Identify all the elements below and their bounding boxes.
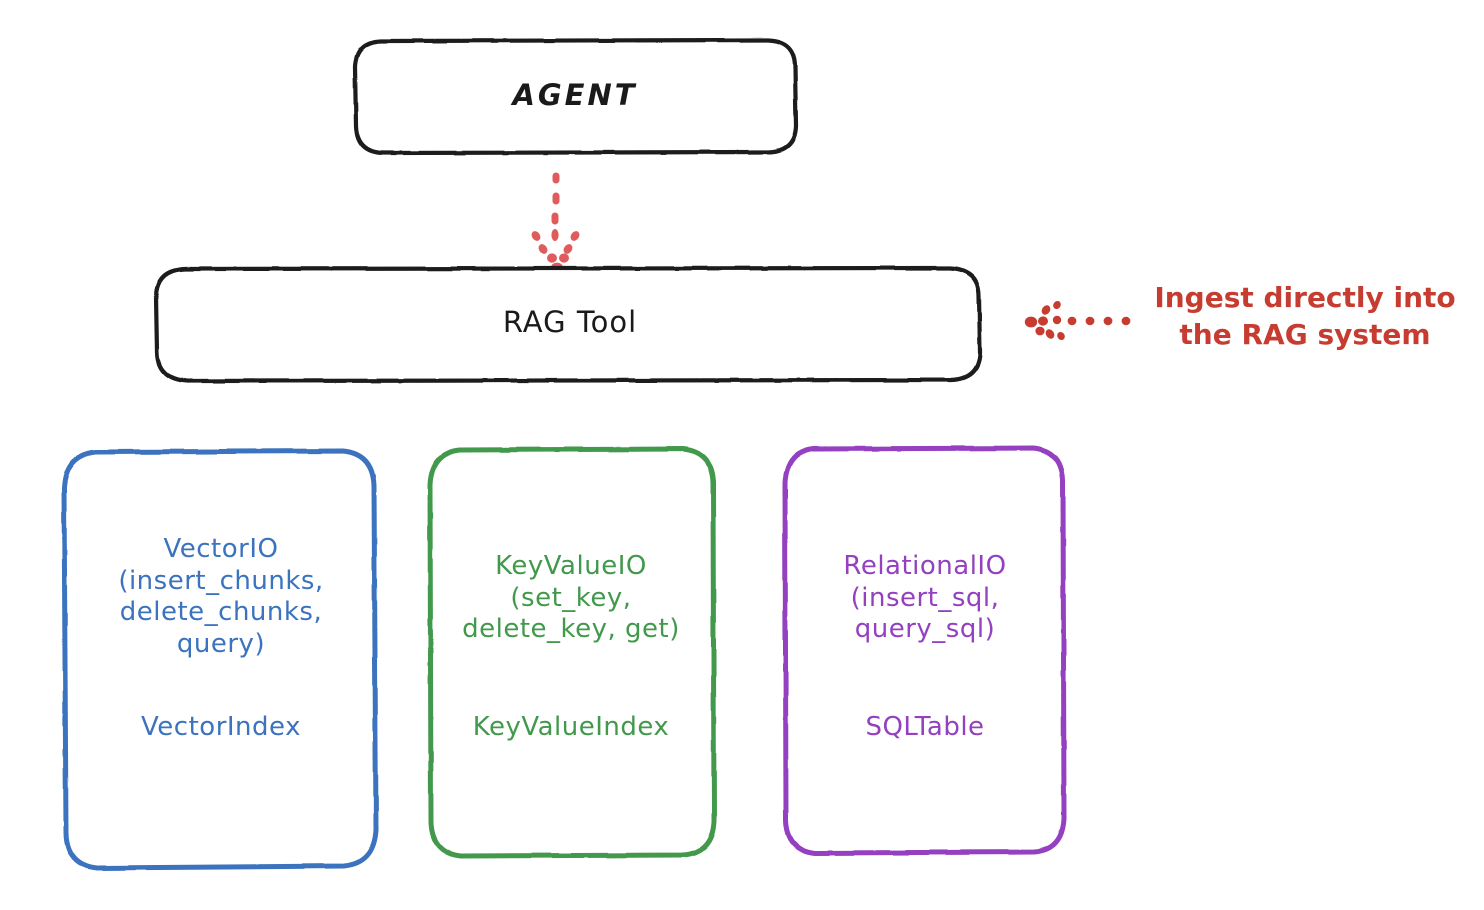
agent-box[interactable] bbox=[352, 37, 799, 156]
agent-label: AGENT bbox=[512, 78, 638, 112]
rag-tool-box[interactable] bbox=[153, 265, 983, 384]
ingest-note-arrow bbox=[1024, 300, 1131, 341]
rag-tool-label: RAG Tool bbox=[502, 305, 638, 339]
sql-table-label: SQLTable bbox=[865, 712, 985, 742]
key-value-index-label: KeyValueIndex bbox=[472, 712, 670, 742]
vector-io-title: VectorIO (insert_chunks, delete_chunks, … bbox=[118, 534, 324, 660]
agent-to-rag-tool-arrow bbox=[531, 172, 580, 274]
ingest-annotation-text: Ingest directly into the RAG system bbox=[1154, 281, 1456, 351]
relational-io-title: RelationalIO (insert_sql, query_sql) bbox=[843, 551, 1007, 645]
relational-io-box[interactable] bbox=[782, 445, 1067, 856]
key-value-io-box[interactable] bbox=[427, 446, 717, 859]
vector-io-box[interactable] bbox=[61, 448, 379, 871]
vector-index-label: VectorIndex bbox=[141, 712, 301, 742]
key-value-io-title: KeyValueIO (set_key, delete_key, get) bbox=[462, 551, 680, 645]
